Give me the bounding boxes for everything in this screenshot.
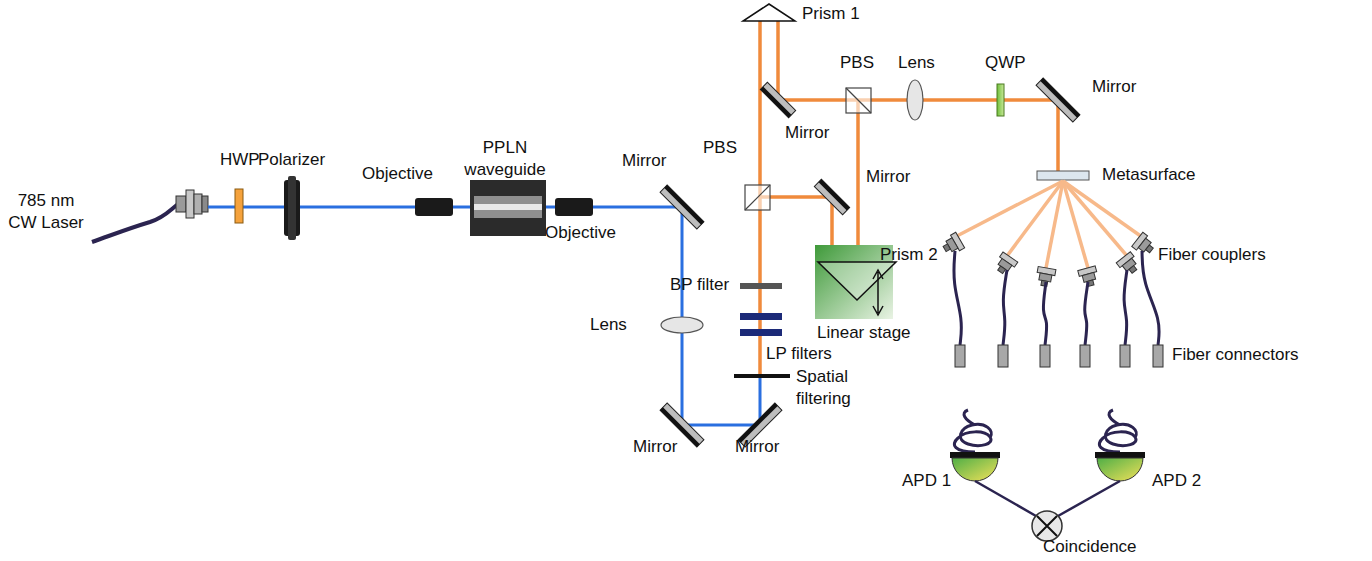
- part-label: Mirror: [785, 122, 829, 144]
- part-label: APD 2: [1152, 470, 1201, 492]
- fiber-coupler: [1116, 252, 1141, 277]
- diffracted-beam: [1063, 181, 1142, 237]
- optical-fiber: [1142, 251, 1159, 345]
- part-label: PBS: [703, 137, 737, 159]
- part-label: Lens: [590, 314, 627, 336]
- prism: [743, 4, 795, 21]
- coincidence-unit: [1032, 511, 1062, 541]
- polarizing-beam-splitter: [745, 185, 770, 210]
- polarizer: [284, 176, 300, 240]
- ppln-waveguide: [470, 180, 546, 236]
- part-label: BP filter: [670, 274, 729, 296]
- mirror: [760, 82, 795, 117]
- part-label: Linear stage: [817, 322, 911, 344]
- part-label: Mirror: [866, 166, 910, 188]
- mirror: [1036, 78, 1080, 122]
- diffracted-beam: [955, 181, 1063, 237]
- bandpass-filter: [740, 283, 782, 289]
- fiber-connector: [1153, 345, 1163, 367]
- part-label: Mirror: [1092, 76, 1136, 98]
- longpass-filter: [740, 329, 782, 336]
- half-wave-plate: [235, 189, 243, 223]
- prism: [818, 262, 896, 300]
- part-label: Fiber connectors: [1172, 344, 1299, 366]
- part-label: Prism 1: [802, 3, 860, 25]
- metasurface: [1037, 171, 1089, 180]
- optical-fiber: [1003, 270, 1007, 345]
- longpass-filter: [740, 313, 782, 320]
- laser-fiber: [92, 204, 178, 242]
- spatial-filter: [734, 374, 790, 378]
- part-label: Coincidence: [1043, 536, 1137, 558]
- part-label: QWP: [985, 52, 1026, 74]
- part-label: PPLN waveguide: [460, 137, 550, 181]
- fiber-connector: [1040, 345, 1050, 367]
- part-label: Mirror: [622, 150, 666, 172]
- fan-out: [940, 181, 1163, 367]
- objective-lens: [555, 198, 593, 216]
- fiber-coupler: [940, 232, 965, 257]
- part-label: Spatial filtering: [796, 366, 871, 410]
- part-label: PBS: [840, 52, 874, 74]
- lens: [907, 80, 923, 120]
- quarter-wave-plate: [997, 84, 1004, 116]
- part-label: LP filters: [766, 343, 832, 365]
- optical-fiber: [1043, 282, 1046, 345]
- part-label: Objective: [545, 222, 616, 244]
- fiber-connector: [955, 345, 965, 367]
- part-label: Polarizer: [258, 149, 325, 171]
- optical-fiber: [954, 251, 961, 345]
- fiber-connector: [176, 190, 208, 218]
- part-label: Metasurface: [1102, 164, 1196, 186]
- objective-lens: [415, 198, 453, 216]
- photon-beam: [760, 15, 1058, 376]
- part-label: APD 1: [902, 470, 951, 492]
- part-label: Fiber couplers: [1158, 244, 1266, 266]
- diffracted-beam: [1046, 181, 1063, 268]
- part-label: Lens: [898, 52, 935, 74]
- part-label: Objective: [362, 163, 433, 185]
- optical-fiber: [1085, 282, 1088, 345]
- part-label: HWP: [220, 149, 260, 171]
- fiber-connector: [1120, 345, 1130, 367]
- fiber-connector: [1080, 345, 1090, 367]
- mirror: [660, 185, 704, 229]
- apd-detector: [1095, 410, 1145, 481]
- part-label: 785 nm CW Laser: [5, 190, 87, 234]
- part-label: Mirror: [735, 436, 779, 458]
- mirror: [814, 179, 849, 214]
- part-label: Prism 2: [880, 244, 938, 266]
- fiber-connector: [998, 345, 1008, 367]
- motion-arrow: [873, 270, 883, 315]
- polarizing-beam-splitter: [846, 88, 871, 113]
- apd-detector: [950, 410, 1000, 481]
- optical-fiber: [1124, 270, 1127, 345]
- lens: [661, 317, 703, 333]
- part-label: Mirror: [633, 436, 677, 458]
- fiber-coupler: [1132, 232, 1157, 257]
